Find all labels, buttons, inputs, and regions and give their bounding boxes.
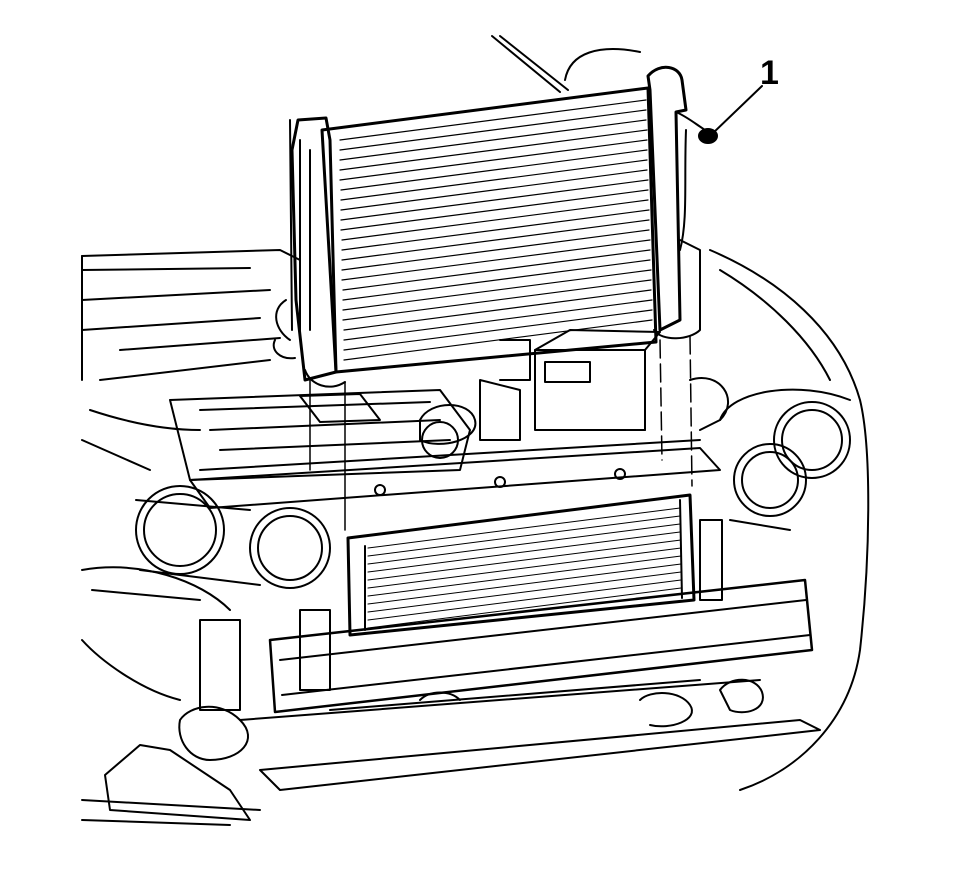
callout-leader-line — [711, 85, 763, 135]
right-fender — [709, 249, 870, 791]
bumper-beam — [268, 519, 814, 714]
engine-compartment — [169, 329, 730, 481]
condenser — [346, 493, 696, 637]
callout-label-1: 1 — [760, 54, 779, 92]
right-headlamp — [719, 388, 851, 531]
radiator-hose-connector — [675, 111, 718, 251]
radiator — [272, 65, 701, 531]
lower-structure — [81, 566, 821, 826]
radiator-support — [189, 439, 721, 509]
hood-outline — [81, 35, 641, 471]
